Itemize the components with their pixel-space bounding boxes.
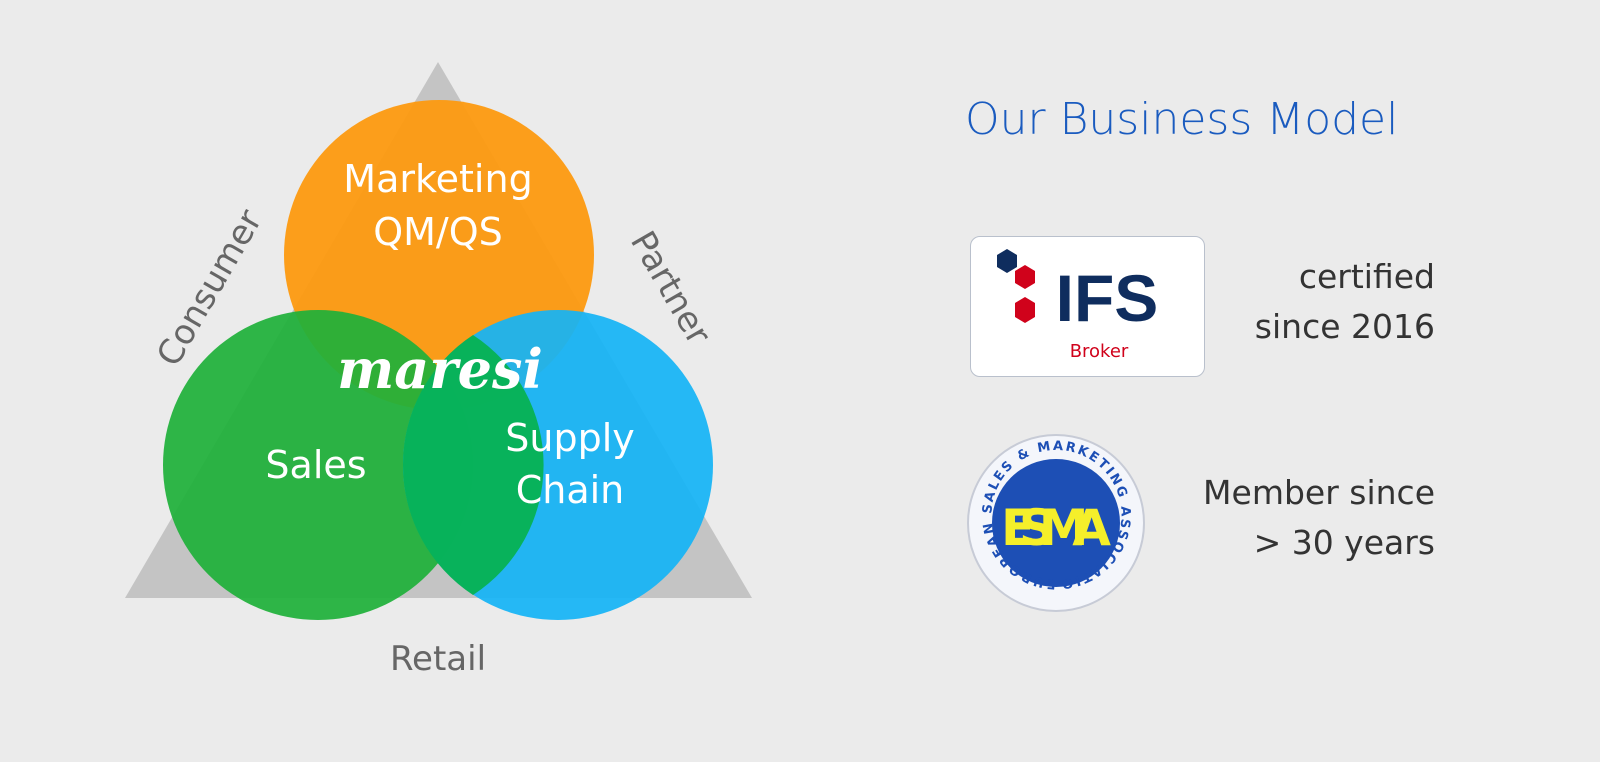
ifs-caption: certified since 2016 (1255, 252, 1435, 352)
svg-text:IFS: IFS (1056, 261, 1159, 335)
svg-text:Broker: Broker (1070, 341, 1129, 362)
caption-line: certified (1298, 257, 1435, 296)
caption-line: Member since (1203, 473, 1435, 512)
hexagon-icon: IFS Broker (997, 249, 1159, 362)
circle-label: Sales (265, 443, 366, 487)
esma-caption: Member since > 30 years (1203, 468, 1435, 568)
circle-label: Marketing (343, 157, 532, 201)
overlap-sales-supply (402, 335, 544, 595)
maresi-logo: maresi (337, 337, 543, 401)
ifs-logo: IFS Broker (970, 236, 1205, 377)
caption-line: since 2016 (1254, 307, 1435, 346)
page-title: Our Business Model (965, 94, 1399, 145)
circle-label: QM/QS (373, 210, 503, 254)
circle-sales (163, 310, 473, 620)
caption-line: > 30 years (1253, 523, 1435, 562)
label-retail: Retail (390, 639, 486, 679)
circle-label: Supply (505, 416, 635, 460)
circle-label: Chain (516, 468, 625, 512)
